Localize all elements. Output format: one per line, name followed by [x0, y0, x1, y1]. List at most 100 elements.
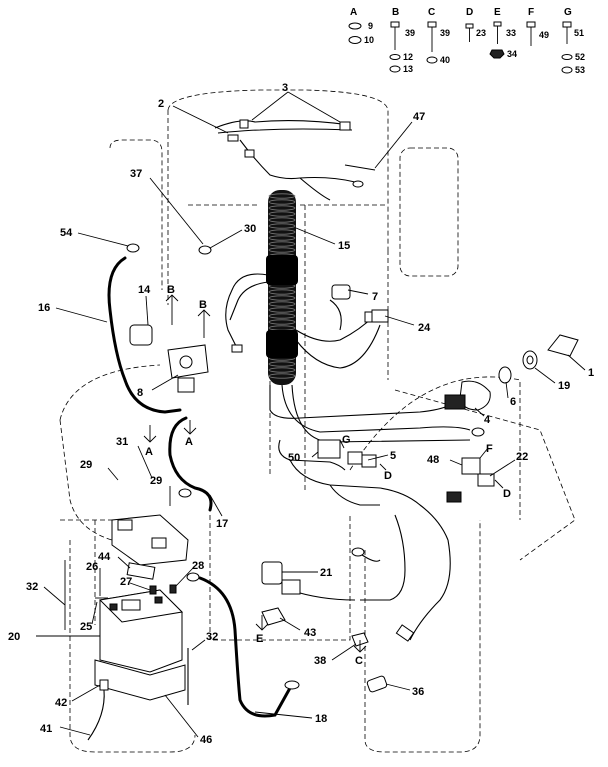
leader-31: [137, 445, 153, 479]
hold-down-tab: [117, 519, 133, 531]
leader-27: [129, 582, 151, 591]
nut-icon: [426, 56, 438, 64]
leader-2: [172, 105, 229, 134]
callout-b2: B: [199, 299, 207, 311]
harness-lower-wire: [269, 385, 451, 419]
conduit-ring: [268, 211, 296, 217]
callout-g1: G: [342, 434, 351, 446]
switch-washer: [498, 366, 512, 384]
callout-d1: D: [384, 470, 392, 482]
part-label: 20: [8, 631, 20, 643]
leader-43: [279, 617, 301, 631]
leader-38: [331, 643, 357, 661]
part-label: 30: [244, 223, 256, 235]
terminal-icon: [352, 180, 364, 188]
arrow-g1: [339, 439, 345, 449]
part-label: 21: [320, 567, 332, 579]
cable-terminal: [186, 572, 200, 582]
conduit-ring: [268, 205, 296, 211]
part-label: 43: [304, 627, 316, 639]
arrow-f1: [479, 447, 489, 459]
leader-18: [254, 711, 313, 719]
leader-16: [55, 307, 108, 323]
terminal-icon: [351, 547, 365, 557]
part-label: 1: [588, 367, 594, 379]
connector-icon: [227, 134, 239, 142]
relay-bracket-48: [461, 457, 481, 475]
conduit-loom: [266, 190, 298, 385]
nut-icon: [348, 36, 362, 44]
leader-19: [534, 367, 556, 384]
bolt-head-icon: [562, 21, 572, 28]
conduit-ring: [268, 217, 296, 223]
washer-icon: [561, 54, 573, 60]
wire-47: [344, 164, 376, 171]
part-label: 29: [80, 459, 92, 471]
part-labels: 3 2 47 37 30 15 54 16 14 7 24 1 19 6 4 8…: [8, 82, 594, 746]
part-label: 4: [484, 414, 491, 426]
conduit-ring: [268, 301, 296, 307]
part-label: 22: [516, 451, 528, 463]
hood-outline: [167, 89, 389, 255]
switch-block-base: [177, 377, 195, 393]
key-letter-b: B: [392, 7, 399, 18]
part-label: 46: [200, 734, 212, 746]
seat-switch-connector: [371, 309, 389, 323]
nut-27: [149, 585, 157, 595]
cable-18: [198, 576, 292, 718]
leader-lines: [36, 91, 586, 738]
battery-terminal-negative: [109, 603, 118, 611]
part-label: 18: [315, 713, 327, 725]
key-a-item-2: 10: [364, 35, 374, 45]
battery-tray-46: [94, 659, 186, 701]
conduit-ring: [268, 319, 296, 325]
harness-branch-right: [295, 324, 381, 369]
leader-42: [71, 684, 101, 702]
vent-tube-41: [87, 689, 105, 741]
battery-terminal-positive: [154, 596, 163, 604]
key-switch-plug: [444, 394, 466, 410]
battery-pad-44: [126, 562, 156, 580]
connector-icon: [231, 344, 243, 353]
key-a-item-1: 9: [368, 21, 373, 31]
part-label: 50: [288, 452, 300, 464]
key-g-item-3: 53: [575, 65, 585, 75]
part-label: 54: [60, 227, 73, 239]
conduit-ring: [268, 367, 296, 373]
harness-branch-left: [229, 281, 269, 321]
leader-25: [91, 601, 98, 625]
callout-e1: E: [256, 633, 263, 645]
nut-28: [169, 584, 177, 594]
key-b-item-3: 13: [403, 64, 413, 74]
ground-bracket-43: [261, 607, 286, 626]
part-label: 6: [510, 396, 516, 408]
battery-cables: [107, 256, 300, 718]
conduit-ring: [268, 193, 296, 199]
hex-nut-icon: [489, 49, 505, 59]
part-label: 32: [206, 631, 218, 643]
arrow-b1: [165, 294, 179, 325]
callout-arrows: B B A A G D F D E C: [143, 284, 511, 667]
leader-48: [449, 459, 463, 466]
battery-assembly: [64, 514, 189, 741]
conduit-ring: [268, 229, 296, 235]
leader-36: [385, 683, 411, 691]
arrow-b2: [197, 309, 211, 338]
hold-down-tab: [151, 537, 167, 549]
callout-a2: A: [185, 436, 193, 448]
harness-wire-rear: [409, 539, 451, 641]
coiled-wire: [360, 514, 406, 601]
part-label: 28: [192, 560, 204, 572]
cable-16: [107, 256, 182, 414]
coiled-wire-path: [360, 514, 406, 601]
fuse-holder: [361, 454, 377, 468]
battery-label: [121, 599, 141, 611]
harness-top-wire: [217, 128, 353, 134]
harness-wire: [239, 139, 356, 183]
leader-32b: [191, 639, 206, 651]
terminal-icon: [471, 427, 485, 437]
callout-c1: C: [355, 655, 363, 667]
callout-f1: F: [486, 443, 493, 455]
key-letter-e: E: [494, 7, 501, 18]
key-b-item-2: 12: [403, 52, 413, 62]
